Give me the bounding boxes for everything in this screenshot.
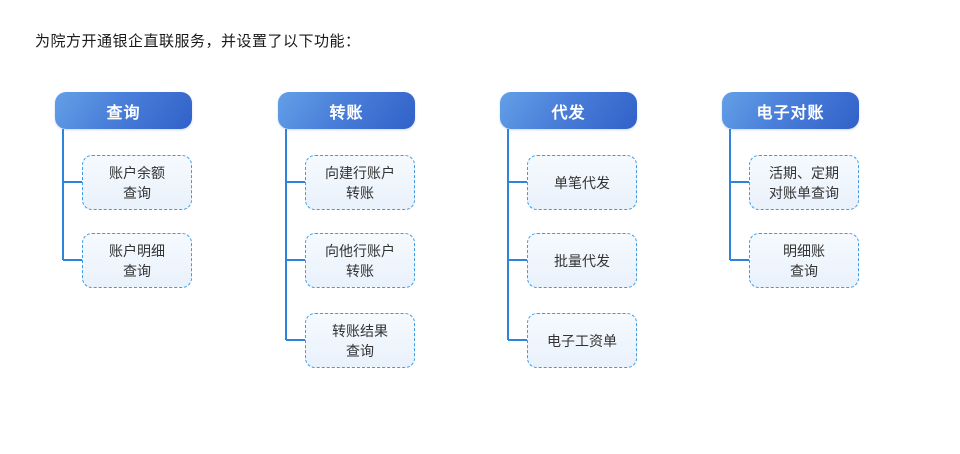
feature-label-line: 转账 xyxy=(346,184,374,201)
connector-branch xyxy=(63,259,83,261)
column-agency-pay: 代发 单笔代发 批量代发 电子工资单 xyxy=(500,92,665,392)
column-query: 查询 账户余额 查询 账户明细 查询 xyxy=(55,92,220,392)
connector-branch xyxy=(63,181,83,183)
page-title: 为院方开通银企直联服务，并设置了以下功能： xyxy=(35,33,361,50)
feature-label-line: 对账单查询 xyxy=(769,184,839,201)
feature-box-account-balance-query: 账户余额 查询 xyxy=(82,155,192,210)
feature-label-line: 活期、定期 xyxy=(769,164,839,181)
connector-branch xyxy=(286,339,306,341)
connector-branch xyxy=(730,181,750,183)
connector-vertical xyxy=(285,129,287,340)
feature-label-line: 查询 xyxy=(123,184,151,201)
feature-box-single-payout: 单笔代发 xyxy=(527,155,637,210)
feature-label-line: 转账 xyxy=(346,262,374,279)
feature-label-line: 账户明细 xyxy=(109,242,165,259)
connector-branch xyxy=(286,181,306,183)
connector-branch xyxy=(508,181,528,183)
column-transfer: 转账 向建行账户 转账 向他行账户 转账 转账结果 查询 xyxy=(278,92,443,392)
feature-label-line: 转账结果 xyxy=(332,322,388,339)
feature-box-detail-ledger-query: 明细账 查询 xyxy=(749,233,859,288)
feature-box-statement-query: 活期、定期 对账单查询 xyxy=(749,155,859,210)
column-e-reconciliation: 电子对账 活期、定期 对账单查询 明细账 查询 xyxy=(722,92,887,392)
feature-box-account-detail-query: 账户明细 查询 xyxy=(82,233,192,288)
feature-label-line: 批量代发 xyxy=(554,252,610,269)
feature-label-line: 电子工资单 xyxy=(547,332,617,349)
feature-label-line: 账户余额 xyxy=(109,164,165,181)
feature-label-line: 查询 xyxy=(790,262,818,279)
connector-branch xyxy=(508,339,528,341)
feature-label-line: 查询 xyxy=(346,342,374,359)
connector-branch xyxy=(508,259,528,261)
category-header-query: 查询 xyxy=(55,92,192,129)
connector-vertical xyxy=(507,129,509,340)
feature-box-transfer-to-ccb-account: 向建行账户 转账 xyxy=(305,155,415,210)
category-header-agency-pay: 代发 xyxy=(500,92,637,129)
feature-box-transfer-to-other-bank: 向他行账户 转账 xyxy=(305,233,415,288)
feature-label-line: 向建行账户 xyxy=(325,164,395,181)
connector-vertical xyxy=(62,129,64,260)
feature-box-transfer-result-query: 转账结果 查询 xyxy=(305,313,415,368)
feature-label-line: 单笔代发 xyxy=(554,174,610,191)
connector-branch xyxy=(730,259,750,261)
feature-label-line: 向他行账户 xyxy=(325,242,395,259)
category-header-e-reconciliation: 电子对账 xyxy=(722,92,859,129)
category-header-transfer: 转账 xyxy=(278,92,415,129)
connector-vertical xyxy=(729,129,731,260)
connector-branch xyxy=(286,259,306,261)
feature-box-e-payslip: 电子工资单 xyxy=(527,313,637,368)
feature-label-line: 查询 xyxy=(123,262,151,279)
feature-label-line: 明细账 xyxy=(783,242,825,259)
feature-box-batch-payout: 批量代发 xyxy=(527,233,637,288)
